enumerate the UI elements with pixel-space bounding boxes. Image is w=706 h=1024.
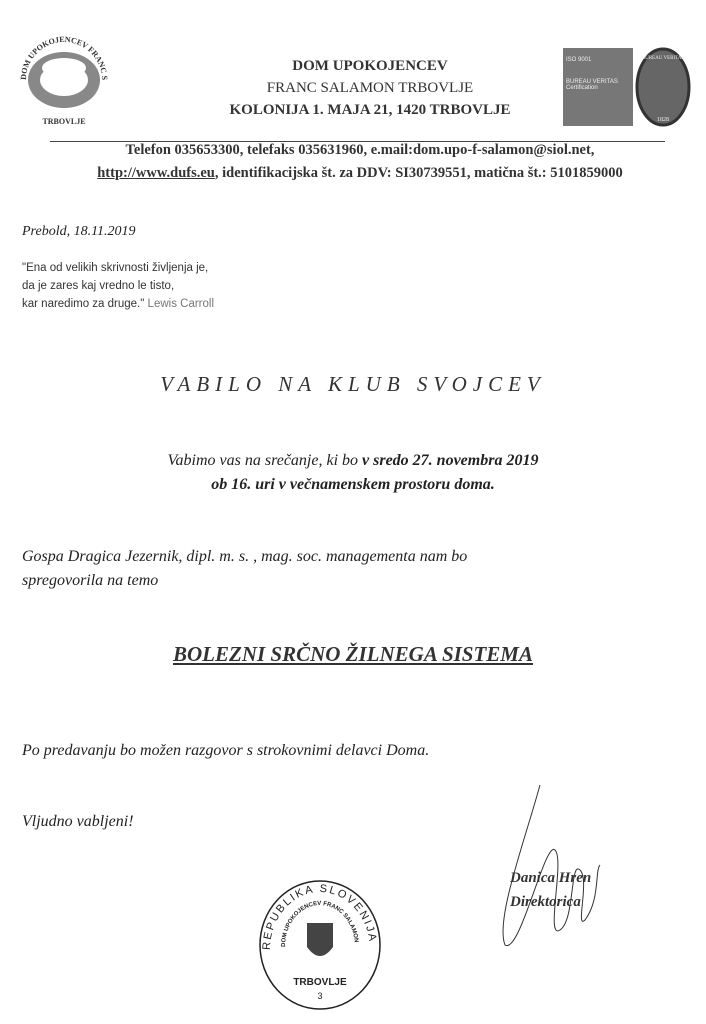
svg-text:TRBOVLJE: TRBOVLJE bbox=[293, 977, 347, 988]
certification-logo: ISO 9001 BUREAU VERITAS Certification bbox=[563, 48, 633, 126]
lecture-topic: BOLEZNI SRČNO ŽILNEGA SISTEMA bbox=[172, 642, 533, 666]
invitation-title: VABILO NA KLUB SVOJCEV bbox=[160, 372, 546, 396]
org-address: KOLONIJA 1. MAJA 21, 1420 TRBOVLJE bbox=[229, 102, 511, 118]
contact-line: Telefon 035653300, telefaks 035631960, e… bbox=[125, 142, 595, 158]
org-name: DOM UPOKOJENCEV bbox=[292, 58, 448, 74]
date: Prebold, 18.11.2019 bbox=[22, 224, 136, 239]
organization-logo: DOM UPOKOJENCEV FRANC SALAMON TRBOVLJE bbox=[12, 18, 109, 126]
signatory-role: Direktorica bbox=[510, 894, 581, 910]
closing: Vljudno vabljeni! bbox=[22, 813, 134, 830]
signatory-name: Danica Hren bbox=[510, 870, 592, 886]
speaker-line: Gospa Dragica Jezernik, dipl. m. s. , ma… bbox=[22, 548, 468, 565]
official-stamp: REPUBLIKA SLOVENIJA DOM UPOKOJENCEV FRAN… bbox=[259, 880, 381, 1010]
quote-line: "Ena od velikih skrivnosti življenja je, bbox=[22, 262, 209, 274]
header-divider bbox=[50, 141, 665, 142]
handwritten-signature bbox=[502, 784, 601, 946]
invite-line-2: ob 16. uri v večnamenskem prostoru doma. bbox=[211, 476, 495, 493]
invite-line: Vabimo vas na srečanje, ki bo v sredo 27… bbox=[167, 452, 539, 469]
svg-text:1828: 1828 bbox=[657, 117, 669, 123]
svg-text:3: 3 bbox=[317, 991, 322, 1001]
org-name-2: FRANC SALAMON TRBOVLJE bbox=[266, 80, 474, 96]
speaker-line-2: spregovorila na temo bbox=[22, 572, 159, 589]
svg-text:TRBOVLJE: TRBOVLJE bbox=[42, 117, 85, 126]
quote-line: da je zares kaj vredno le tisto, bbox=[22, 280, 175, 292]
bureau-veritas-seal: BUREAU VERITAS 1828 bbox=[635, 47, 691, 127]
after-note: Po predavanju bo možen razgovor s stroko… bbox=[22, 742, 430, 759]
quote-line: kar naredimo za druge." Lewis Carroll bbox=[22, 298, 215, 310]
website-link[interactable]: http://www.dufs.eu bbox=[97, 165, 215, 181]
contact-line-2: http://www.dufs.eu, identifikacijska št.… bbox=[97, 165, 623, 181]
svg-text:BUREAU VERITAS: BUREAU VERITAS bbox=[642, 56, 685, 61]
